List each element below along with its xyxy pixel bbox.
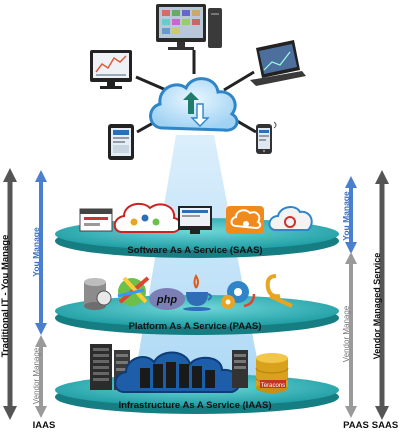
cloud-sync-icon bbox=[149, 77, 239, 132]
gears-sync-icon bbox=[221, 281, 256, 309]
server-rack-icon bbox=[232, 350, 248, 388]
laptop-icon bbox=[250, 40, 306, 86]
desktop-monitor-icon bbox=[156, 4, 222, 50]
monitor-icon bbox=[90, 50, 132, 89]
tablet-icon bbox=[108, 124, 134, 160]
bottom-label-saas: SAAS bbox=[372, 420, 398, 431]
php-logo-text: php bbox=[156, 294, 177, 306]
cloud-settings-icon bbox=[226, 206, 264, 234]
php-logo-icon: php bbox=[149, 288, 185, 310]
left-vendor-manage-label: Vendor Manage bbox=[32, 347, 41, 404]
cloud-apps-icon bbox=[113, 202, 182, 233]
database-icon: Teracons bbox=[255, 353, 289, 393]
right-you-manage-arrow bbox=[345, 176, 357, 254]
saas-layer-label: Software As A Service (SAAS) bbox=[127, 245, 262, 256]
tool-hook-icon bbox=[265, 274, 293, 308]
bottom-label-iaas: IAAS bbox=[33, 420, 56, 431]
vendor-managed-service-label: Vendor Managed Service bbox=[372, 253, 382, 360]
traditional-it-arrow bbox=[3, 168, 17, 420]
analytics-cloud-icon bbox=[268, 206, 313, 231]
bottom-label-paas: PAAS bbox=[343, 420, 369, 431]
phone-icon bbox=[256, 121, 277, 154]
browser-window-icon bbox=[79, 208, 113, 232]
java-logo-icon bbox=[183, 274, 212, 311]
paas-layer-label: Platform As A Service (PAAS) bbox=[129, 321, 262, 332]
database-cluster-icon bbox=[84, 278, 112, 310]
left-vendor-manage-arrow bbox=[35, 335, 47, 418]
vendor-managed-service-arrow bbox=[375, 170, 389, 420]
database-brand-label: Teracons bbox=[261, 383, 285, 389]
monitor-app-icon bbox=[178, 206, 212, 234]
datacenter-cloud-icon bbox=[114, 351, 241, 393]
traditional-it-label: Traditional IT - You Manage bbox=[0, 235, 11, 358]
light-beam bbox=[130, 135, 266, 405]
dev-tools-icon bbox=[117, 276, 150, 306]
iaas-layer-label: Infrastructure As A Service (IAAS) bbox=[118, 400, 271, 411]
left-you-manage-arrow bbox=[35, 170, 47, 335]
right-you-manage-label: You Manage bbox=[341, 191, 351, 241]
right-vendor-manage-arrow bbox=[345, 252, 357, 418]
left-you-manage-label: You Manage bbox=[31, 227, 41, 277]
right-vendor-manage-label: Vendor Manage bbox=[342, 305, 351, 362]
